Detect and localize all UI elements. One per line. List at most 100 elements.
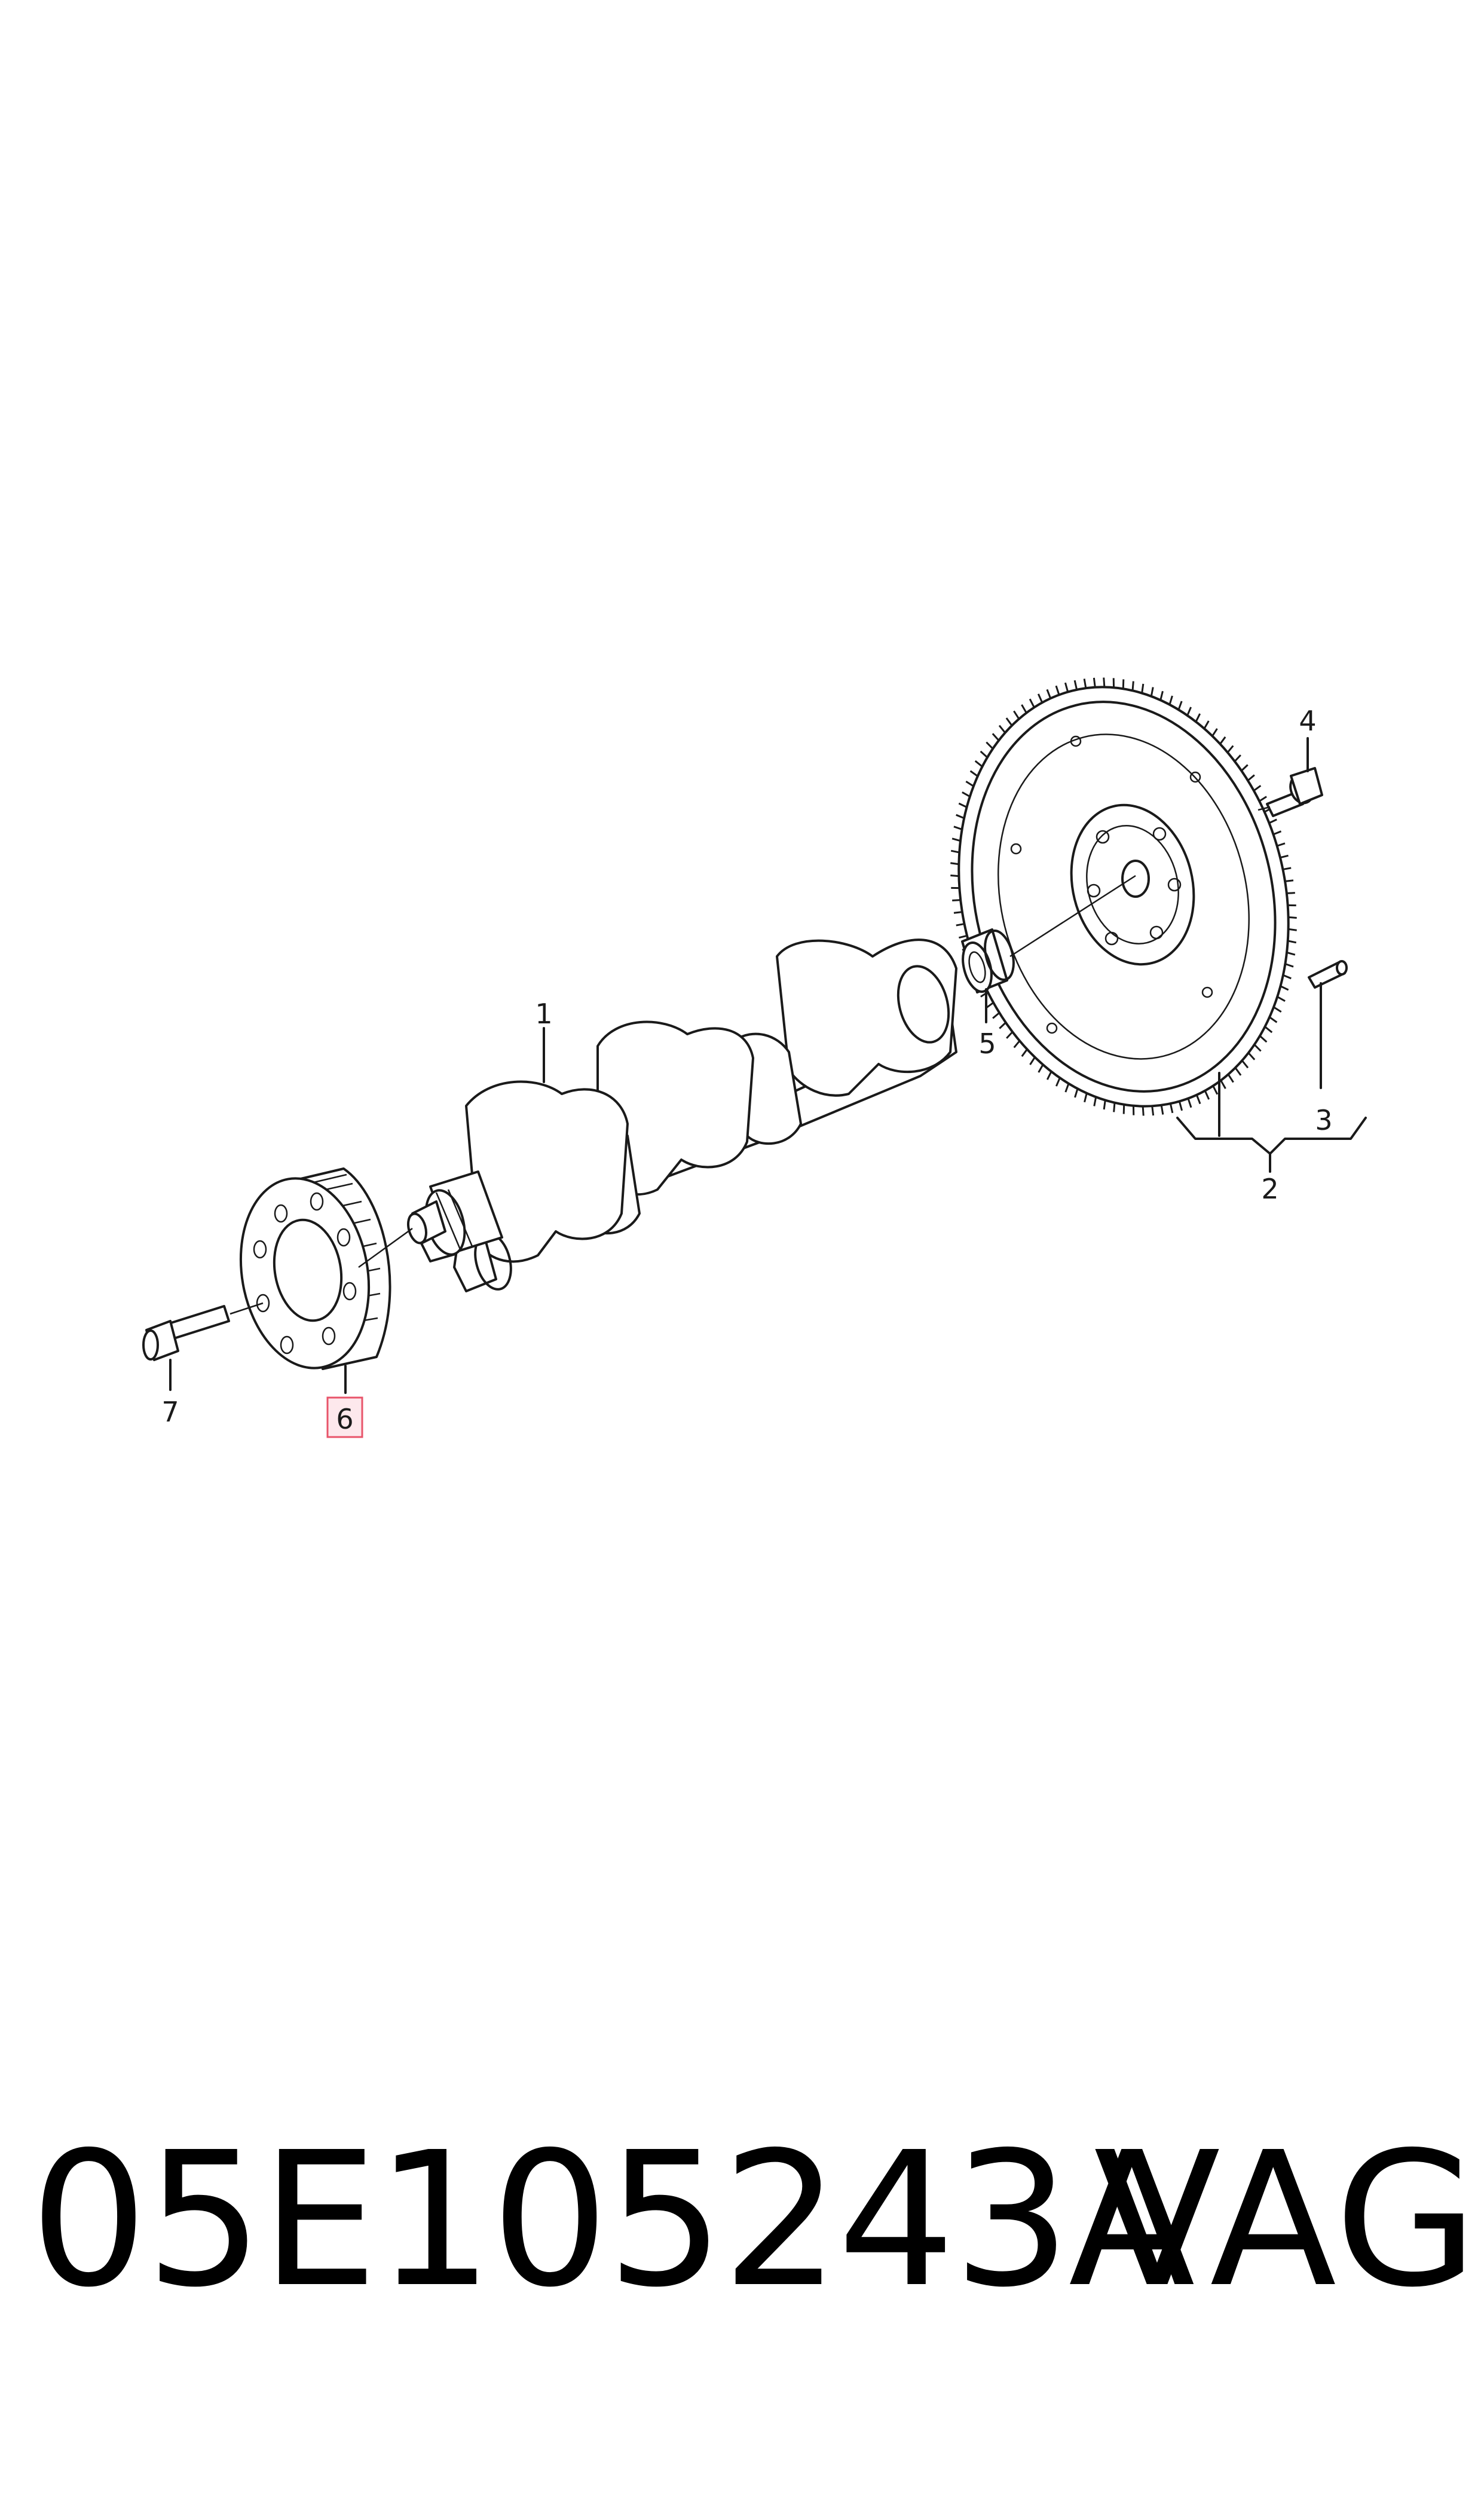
dowel-pin bbox=[1308, 960, 1348, 989]
ring-gear-tooth bbox=[1093, 677, 1096, 687]
ring-gear-tooth bbox=[1103, 1100, 1106, 1110]
ring-gear-tooth bbox=[1195, 1095, 1201, 1105]
callout-4: 4 bbox=[1299, 705, 1316, 737]
ring-gear-tooth bbox=[1280, 985, 1289, 991]
ring-gear-tooth bbox=[1259, 1035, 1268, 1043]
ring-gear-tooth bbox=[1122, 679, 1125, 689]
ring-gear-tooth bbox=[1273, 1006, 1282, 1013]
ring-gear-tooth bbox=[1029, 1056, 1036, 1065]
ring-gear-tooth bbox=[1046, 689, 1052, 699]
ring-gear-tooth bbox=[1168, 695, 1173, 705]
ring-gear-tooth bbox=[1093, 1096, 1097, 1106]
ring-gear-tooth bbox=[1287, 940, 1297, 944]
ring-gear-tooth bbox=[1288, 928, 1297, 931]
ring-gear-tooth bbox=[1038, 1064, 1044, 1073]
ring-gear-tooth bbox=[1288, 916, 1297, 919]
ring-gear-tooth bbox=[1253, 785, 1262, 791]
ring-gear-tooth bbox=[1268, 818, 1277, 824]
timing-gear bbox=[424, 1170, 503, 1256]
ring-gear-tooth bbox=[1013, 1040, 1021, 1048]
ring-gear-tooth bbox=[959, 934, 968, 939]
ring-gear-tooth bbox=[1084, 1093, 1088, 1103]
callout-5: 5 bbox=[978, 1028, 996, 1060]
ring-gear-tooth bbox=[1113, 1102, 1116, 1112]
ring-gear-tooth bbox=[1021, 1048, 1028, 1057]
ring-gear-tooth bbox=[1226, 745, 1234, 753]
ring-gear-tooth bbox=[1150, 687, 1154, 697]
callout-3: 3 bbox=[1315, 1104, 1332, 1136]
ring-gear-tooth bbox=[992, 1012, 1000, 1019]
ring-gear-tooth bbox=[1253, 1044, 1262, 1052]
callout-7: 7 bbox=[161, 1396, 179, 1428]
ring-gear-tooth bbox=[1211, 728, 1218, 737]
ring-gear-tooth bbox=[952, 899, 961, 901]
ring-gear-tooth bbox=[1284, 963, 1294, 968]
ring-gear-tooth bbox=[1005, 717, 1013, 726]
ring-gear-tooth bbox=[969, 770, 978, 777]
ring-gear-tooth bbox=[1247, 774, 1255, 781]
ring-gear-tooth bbox=[1046, 1071, 1052, 1080]
crankshaft bbox=[407, 938, 957, 1292]
ring-gear-tooth bbox=[1141, 683, 1145, 693]
ring-gear-tooth bbox=[1259, 796, 1267, 802]
ring-gear-tooth bbox=[1234, 754, 1241, 762]
ring-gear-tooth bbox=[1037, 693, 1044, 703]
ring-gear-tooth bbox=[1247, 1052, 1256, 1060]
ring-gear-tooth bbox=[986, 1002, 995, 1008]
ring-gear-tooth bbox=[1187, 1098, 1192, 1108]
ring-gear-tooth bbox=[1083, 678, 1087, 689]
ring-gear-tooth bbox=[1055, 685, 1060, 695]
ring-gear-tooth bbox=[1280, 854, 1289, 859]
callout-6-highlight-box bbox=[326, 1396, 363, 1438]
ring-gear-tooth bbox=[1241, 1060, 1249, 1069]
ring-gear-tooth bbox=[986, 741, 994, 750]
ring-gear-tooth bbox=[1284, 879, 1294, 882]
ring-gear-tooth bbox=[1277, 842, 1286, 847]
flywheel bbox=[950, 677, 1297, 1116]
callout-1: 1 bbox=[535, 998, 552, 1030]
pulley-bolt bbox=[142, 1305, 230, 1361]
ring-gear-tooth bbox=[1177, 701, 1183, 710]
ring-gear-tooth bbox=[1227, 1074, 1234, 1083]
ring-gear-tooth bbox=[950, 849, 960, 854]
ring-gear-tooth bbox=[1203, 720, 1210, 729]
ring-gear-tooth bbox=[998, 724, 1006, 733]
ring-gear-tooth bbox=[980, 750, 989, 759]
ring-gear-tooth bbox=[1286, 951, 1296, 956]
ring-gear-tooth bbox=[974, 760, 983, 768]
ring-gear-tooth bbox=[958, 802, 968, 808]
ring-gear-tooth bbox=[1220, 1080, 1226, 1089]
ring-gear-tooth bbox=[1151, 1106, 1155, 1116]
crankshaft-pulley bbox=[239, 1167, 391, 1370]
ring-gear-tooth bbox=[1272, 830, 1282, 836]
ring-gear-tooth bbox=[1021, 704, 1027, 714]
ring-gear-tooth bbox=[1159, 690, 1164, 701]
callout-2: 2 bbox=[1261, 1173, 1278, 1205]
ring-gear-tooth bbox=[965, 780, 974, 787]
ring-gear-tooth bbox=[1286, 892, 1295, 894]
ring-gear-tooth bbox=[1186, 707, 1192, 716]
pulley-bolt-holes bbox=[253, 1192, 357, 1355]
ring-gear-tooth bbox=[1064, 682, 1069, 692]
ring-gear-tooth bbox=[1219, 736, 1226, 745]
ring-gear-tooth bbox=[1212, 1085, 1219, 1095]
ring-gear-tooth bbox=[1234, 1067, 1242, 1076]
ring-gear-tooth bbox=[1013, 710, 1020, 720]
footer: 05E105243A VAG bbox=[0, 2128, 1484, 2367]
ring-gear-tooth bbox=[950, 862, 959, 866]
ring-gear-tooth bbox=[962, 791, 971, 797]
ring-gear-tooth bbox=[953, 911, 963, 914]
needle-bearing bbox=[961, 928, 1015, 993]
ring-gear-tooth bbox=[992, 733, 1000, 741]
brand-name: VAG bbox=[1094, 2113, 1480, 2328]
assembly-axis-lines bbox=[230, 806, 1271, 1315]
callout-labels: 1 2 3 4 5 6 7 bbox=[161, 705, 1333, 1438]
ring-gear-tooth bbox=[1204, 1090, 1210, 1100]
ring-gear-tooth bbox=[1073, 680, 1078, 690]
ring-gear-tooth bbox=[1029, 698, 1035, 708]
part-number: 05E105243A bbox=[30, 2113, 1195, 2328]
ring-gear-tooth bbox=[1264, 1026, 1273, 1034]
ring-gear-tooth bbox=[956, 814, 965, 820]
ring-gear-tooth bbox=[1241, 764, 1249, 772]
